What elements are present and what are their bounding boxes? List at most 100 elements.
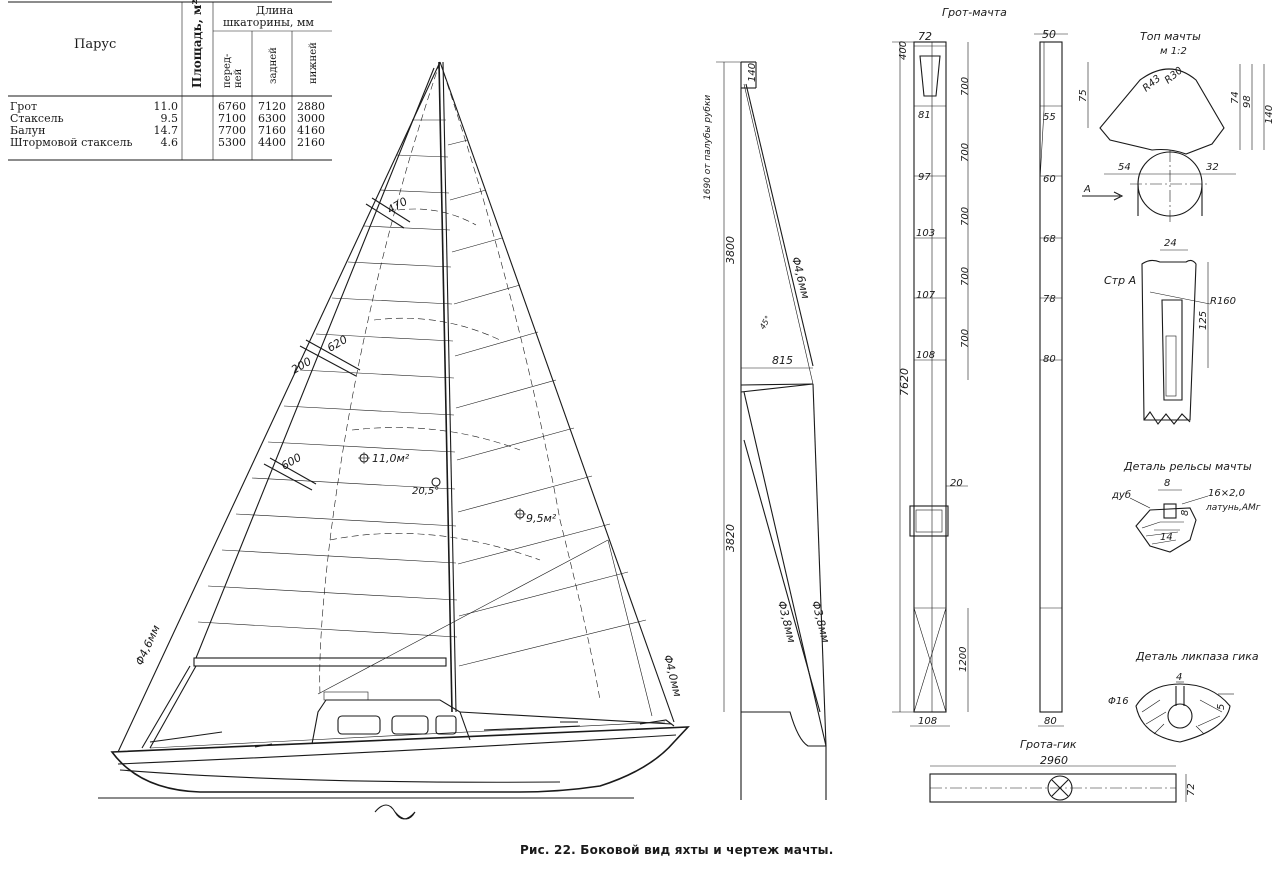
forestay-label: Φ4,6мм [133,623,163,667]
rig-mark: 45° [758,314,773,331]
table-header-length: Длина [256,4,294,17]
mast-total-7620: 7620 [898,368,911,396]
row-rear: 7160 [258,124,286,137]
rail-label: дуб [1111,489,1131,501]
forestay [117,61,441,753]
mast-seg-700-1: 700 [960,77,971,96]
cabin-window [391,715,429,735]
mast-drawing: Грот-мачта 7620 400 72 700 700 700 700 7… [892,6,1068,727]
section-a: Стр А 24 125 R160 [1104,238,1236,425]
yacht-side-view: 470 620 200 600 11,0м² 9,5м² 20,5° Φ4,6м… [98,61,690,820]
mast-side-view [1039,41,1063,713]
mast-width-81: 81 [918,110,931,121]
top-d140: 140 [1264,105,1275,124]
top-d98: 98 [1242,95,1253,108]
table-row: Стаксель 9.5 7100 6300 3000 [10,112,325,125]
table-row: Штормовой стаксель 4.6 5300 4400 2160 [10,136,325,149]
top-d74: 74 [1230,91,1241,104]
figure-caption: Рис. 22. Боковой вид яхты и чертеж мачты… [520,843,834,857]
row-rear: 7120 [258,100,286,113]
mast-top-400: 400 [898,41,909,60]
main-leech [195,67,435,659]
boom-height: 72 [1186,783,1197,796]
table-header-front: перед- [222,54,233,88]
top-r30: R30 [1163,65,1185,86]
row-front: 7700 [218,124,246,137]
mast-front-view [913,41,947,713]
mast-top-72: 72 [918,30,932,43]
mast-seg-700-4: 700 [960,267,971,286]
row-name: Грот [10,100,37,113]
section-a-d125: 125 [1198,311,1209,330]
boom-detail-d5: 5 [1216,704,1227,710]
row-area: 14.7 [154,124,179,137]
table-header-sail: Парус [74,37,116,52]
mast-seg-700-5: 700 [960,329,971,348]
row-front: 7100 [218,112,246,125]
cabin-window [435,715,457,735]
section-a-title: Стр А [1104,274,1136,287]
rig-shroud-38a: Φ3,8мм [809,600,832,645]
row-name: Балун [10,124,45,137]
rail-d8a: 8 [1164,478,1170,489]
jib-foot [317,539,609,695]
rig-lower-shroud [743,391,827,747]
row-name: Штормовой стаксель [10,136,132,149]
top-scale: м 1:2 [1160,46,1187,57]
table-row: Грот 11.0 6760 7120 2880 [10,100,325,113]
mast-width-108: 108 [916,350,935,361]
table-header-rear: задней [268,47,279,84]
rig-note: 1690 от палубы рубки [703,95,713,200]
mast-width-78: 78 [1043,294,1056,305]
rig-upper-shroud [745,83,814,367]
mast-bottom-108: 108 [918,716,937,727]
mast-dim-1200: 1200 [958,647,969,672]
jib-leech [439,61,675,723]
sail-table: Парус Площадь, м² Длина шкаторины, мм пе… [8,0,332,161]
boom-detail-d16: Φ16 [1108,696,1129,707]
row-front: 5300 [218,136,246,149]
sheer-line [117,734,677,765]
mast-top-detail: Топ мачты м 1:2 R43 R30 75 74 98 140 54 … [1078,30,1275,222]
area-main: 11,0м² [372,452,410,465]
mast-width-80: 80 [1043,354,1056,365]
cabin [311,699,471,745]
mast-bottom-80: 80 [1044,716,1057,727]
jib-panels [447,139,647,667]
top-r43: R43 [1141,73,1163,94]
keel [119,769,561,783]
dim-200: 200 [289,355,314,377]
boom-detail-title: Деталь ликпаза гика [1135,650,1259,663]
row-front: 6760 [218,100,246,113]
row-bottom: 2880 [297,100,325,113]
table-row: Балун 14.7 7700 7160 4160 [10,124,325,137]
section-a-r160: R160 [1210,296,1236,307]
area-jib: 9,5м² [526,512,557,525]
rig-dim-3800: 3800 [724,236,737,264]
row-bottom: 4160 [297,124,325,137]
mast-width-68: 68 [1043,234,1056,245]
rail-d8b: 8 [1180,510,1191,516]
rail-detail: Деталь рельсы мачты 8 8 14 дуб 16×2,0 ла… [1111,460,1261,553]
dim-620: 620 [325,333,350,355]
rail-d14: 14 [1160,532,1173,543]
mast-title: Грот-мачта [942,6,1007,19]
row-area: 4.6 [161,136,179,149]
table-header-front2: ней [233,68,244,88]
row-bottom: 2160 [297,136,325,149]
table-header-length2: шкаторины, мм [223,16,314,29]
section-a-d24: 24 [1164,238,1177,249]
table-header-bottom: нижней [308,42,319,84]
main-mast [438,61,453,713]
row-name: Стаксель [10,112,64,125]
mast-width-107: 107 [916,290,936,301]
top-d54: 54 [1118,162,1131,173]
top-title: Топ мачты [1140,30,1201,43]
mast-seg-700-3: 700 [960,207,971,226]
mast-top-50: 50 [1042,28,1056,41]
top-d75: 75 [1078,89,1089,102]
mast-width-103: 103 [916,228,935,239]
mast-dim-20: 20 [950,478,963,489]
dim-600: 600 [279,451,304,473]
row-area: 11.0 [154,100,179,113]
